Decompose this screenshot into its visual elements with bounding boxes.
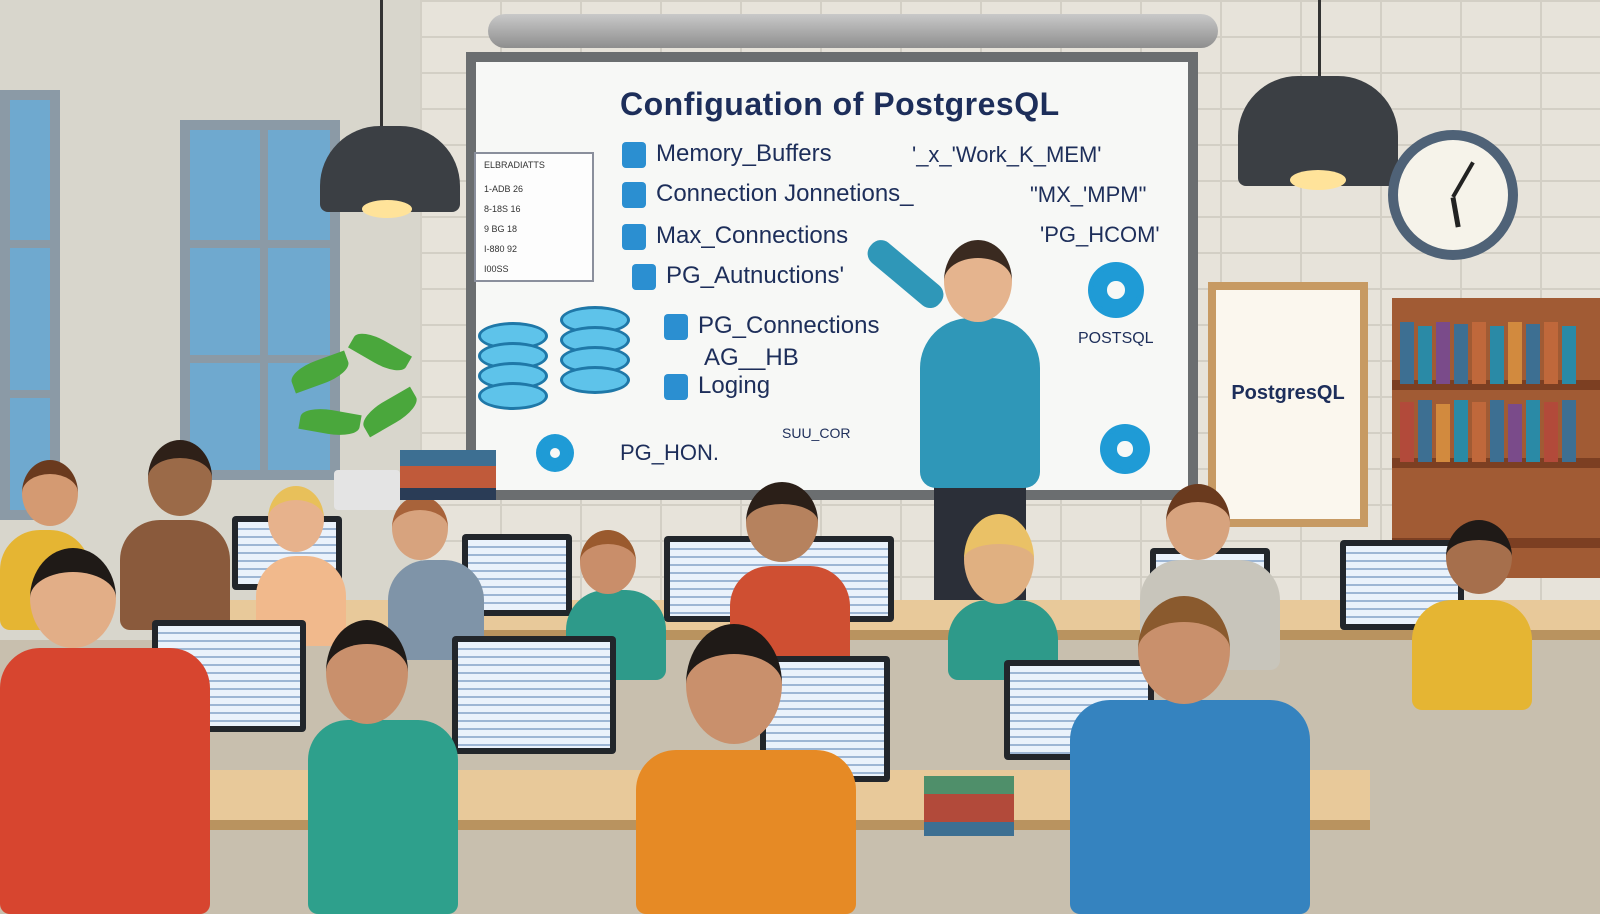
poster-title: PostgresQL [1231,382,1345,404]
gear-label: POSTSQL [1078,330,1154,347]
board-bottom-text: PG_HON. [620,440,720,465]
projector-rail [488,14,1218,48]
book-stack [400,450,496,500]
bullet-icon [664,313,688,340]
board-item: Loging [664,372,770,400]
mini-list-row: I00SS [484,264,509,274]
gear-icon [1100,424,1150,474]
student [0,648,210,914]
board-item: Max_Connections [622,222,848,250]
board-item-label: PG_Autnuctions' [666,262,845,289]
student [1412,600,1532,710]
board-item: PG_Autnuctions' [632,262,844,290]
teacher [920,318,1040,488]
teacher-head [944,240,1012,322]
bullet-icon [622,223,646,250]
board-right-item: "MX_'MPM" [1030,182,1147,207]
ceiling-lamp [1238,76,1398,186]
board-title: Configuation of PostgresQL [620,86,1060,122]
board-item-label: AG__HB [704,344,799,371]
board-right-item: '_x_'Work_K_MEM' [912,142,1102,167]
gear-icon [536,434,574,472]
board-right-item: 'PG_HCOM' [1040,222,1160,247]
student [636,750,856,914]
database-icon [478,322,548,410]
book-row [1400,398,1600,462]
board-item: Memory_Buffers [622,140,832,168]
student [120,520,230,630]
mini-list-row: 9 BG 18 [484,224,518,234]
mini-list-card: ELBRADIATTS 1-ADB 26 8-18S 16 9 BG 18 I-… [474,152,594,282]
mini-list-row: I-880 92 [484,244,518,254]
bullet-icon [622,181,646,208]
board-item-label: Memory_Buffers [656,140,832,167]
board-scrawl: SUU_COR [782,425,851,441]
ceiling-lamp [320,126,460,212]
board-item-label: Loging [698,372,771,399]
database-icon [560,306,630,394]
wall-poster: PostgresQL [1208,282,1368,527]
bullet-icon [622,141,646,168]
board-item-label: Max_Connections [656,222,849,249]
plant-pot [334,470,400,510]
mini-list-title: ELBRADIATTS [484,160,545,170]
book-stack [924,776,1014,836]
mini-list-row: 8-18S 16 [484,204,521,214]
monitor [452,636,616,754]
board-item: Connection Jonnetions_ [622,180,914,208]
board-item-label: PG_Connections [698,312,880,339]
book-row [1400,320,1600,384]
bullet-icon [664,373,688,400]
board-item: PG_Connections [664,312,879,340]
board-item-label: Connection Jonnetions_ [656,180,914,207]
bullet-icon [632,263,656,290]
window-left [0,90,60,520]
wall-clock-icon [1388,130,1518,260]
student [1070,700,1310,914]
gear-icon [1088,262,1144,318]
mini-list-row: 1-ADB 26 [484,184,524,194]
student [308,720,458,914]
